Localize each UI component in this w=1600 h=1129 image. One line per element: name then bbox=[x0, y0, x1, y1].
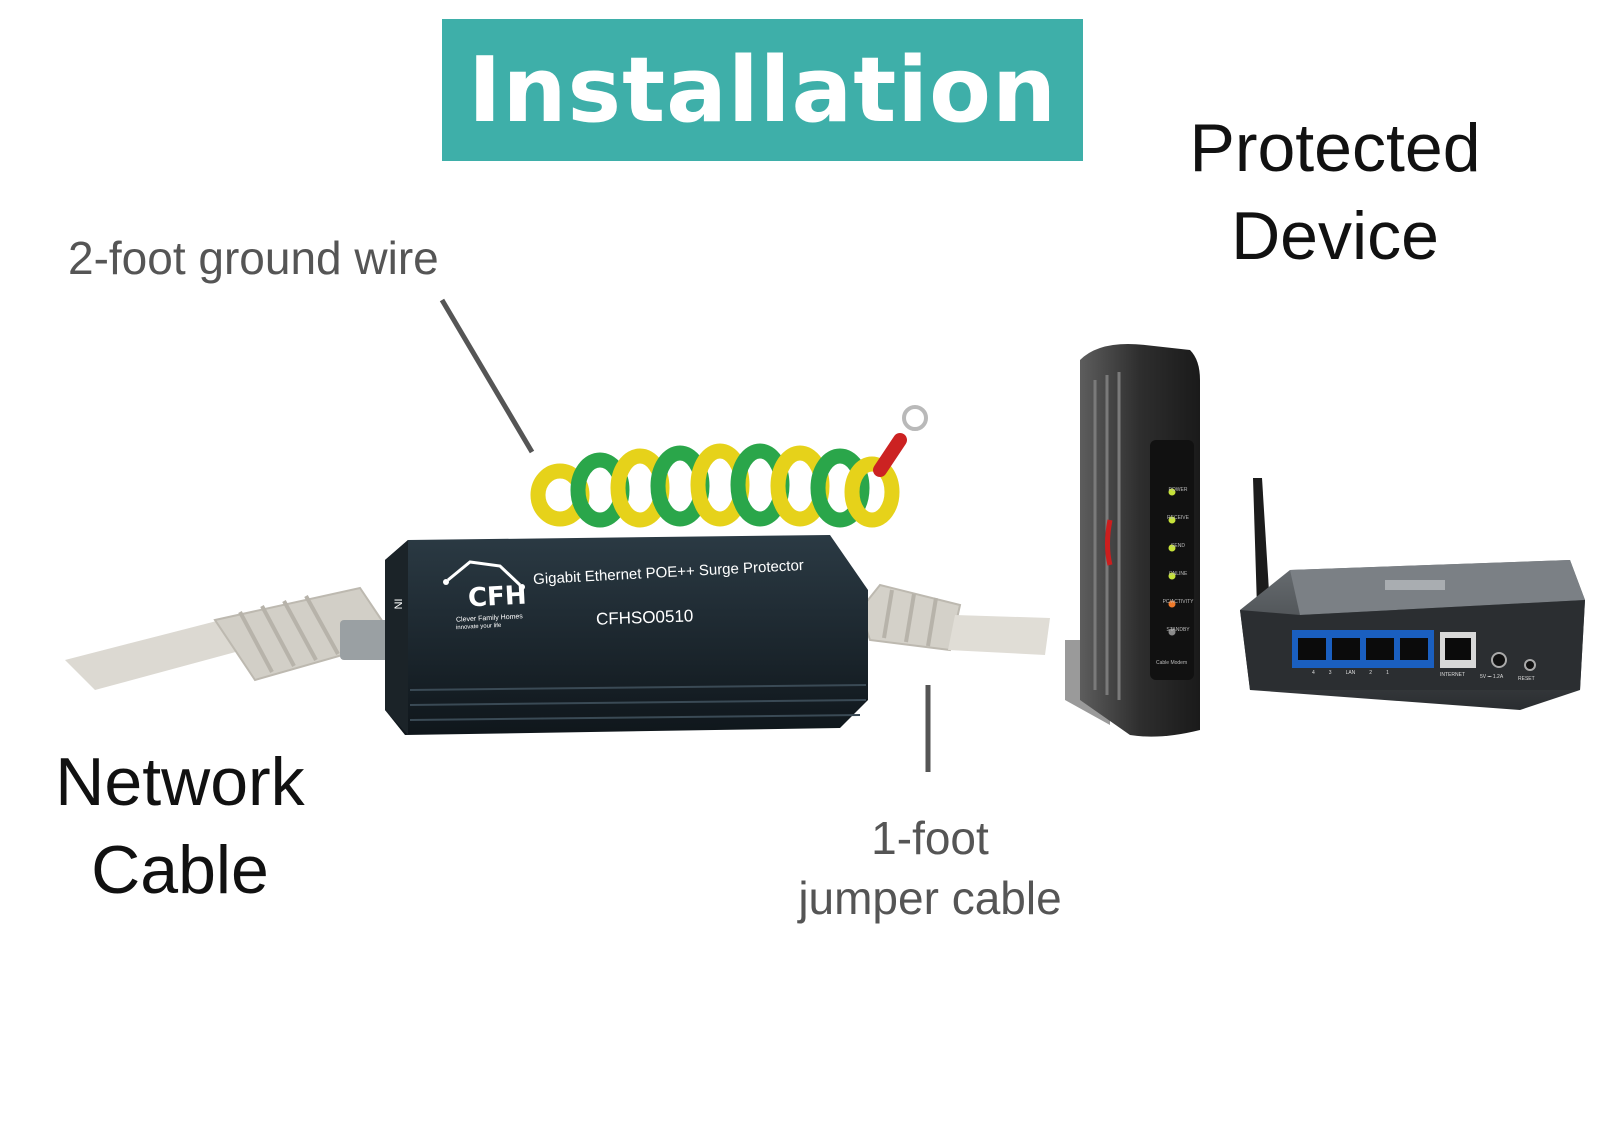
router-port-numbers: 4 3 LAN 2 1 bbox=[1312, 670, 1389, 676]
protected-device-line1: Protected bbox=[1189, 110, 1481, 186]
led-label-power: POWER bbox=[1168, 487, 1188, 493]
jumper-cable-right bbox=[858, 583, 1050, 655]
led-label-send: SEND bbox=[1171, 543, 1185, 549]
port-number: 3 bbox=[1328, 670, 1332, 676]
wireless-router bbox=[1240, 478, 1585, 710]
title-text: Installation bbox=[467, 37, 1058, 143]
network-cable-line1: Network bbox=[55, 744, 305, 820]
port-number: 1 bbox=[1386, 670, 1389, 676]
port-number: 2 bbox=[1369, 670, 1373, 676]
jumper-cable-line2: jumper cable bbox=[798, 872, 1062, 924]
cable-modem bbox=[1065, 344, 1200, 737]
led-label-standby: STANDBY bbox=[1166, 627, 1190, 633]
protected-device-line2: Device bbox=[1231, 198, 1439, 274]
jumper-cable-label: 1-foot jumper cable bbox=[770, 808, 1090, 928]
ground-wire-label: 2-foot ground wire bbox=[68, 232, 439, 284]
port-number: 4 bbox=[1312, 670, 1315, 676]
protected-device-label: Protected Device bbox=[1170, 104, 1500, 280]
network-cable-label: Network Cable bbox=[30, 738, 330, 914]
network-cable-left bbox=[65, 586, 410, 690]
in-port-label: IN bbox=[391, 598, 404, 610]
jumper-cable-line1: 1-foot bbox=[871, 812, 989, 864]
led-label-pc-activity: PC/ACTIVITY bbox=[1162, 599, 1194, 605]
router-internet-label: INTERNET bbox=[1440, 672, 1465, 678]
ground-wire-coil bbox=[530, 405, 928, 528]
led-label-receive: RECEIVE bbox=[1167, 515, 1189, 521]
cfh-logo-text: CFH bbox=[467, 580, 528, 614]
network-cable-line2: Cable bbox=[91, 832, 269, 908]
ground-wire-pointer bbox=[439, 298, 535, 454]
modem-caption: Cable Modem bbox=[1156, 660, 1188, 666]
port-lan-label: LAN bbox=[1345, 670, 1356, 676]
surge-protector-box bbox=[385, 535, 868, 735]
router-reset-label: RESET bbox=[1518, 676, 1535, 682]
cfh-logo: CFH bbox=[467, 580, 527, 613]
router-power-label: 5V ⎓ 1.2A bbox=[1480, 674, 1504, 680]
title-banner: Installation bbox=[442, 19, 1083, 161]
model-number: CFHSO0510 bbox=[595, 606, 694, 629]
led-label-online: ONLINE bbox=[1168, 571, 1188, 577]
modem-led-labels: POWER RECEIVE SEND ONLINE PC/ACTIVITY ST… bbox=[1158, 476, 1198, 644]
